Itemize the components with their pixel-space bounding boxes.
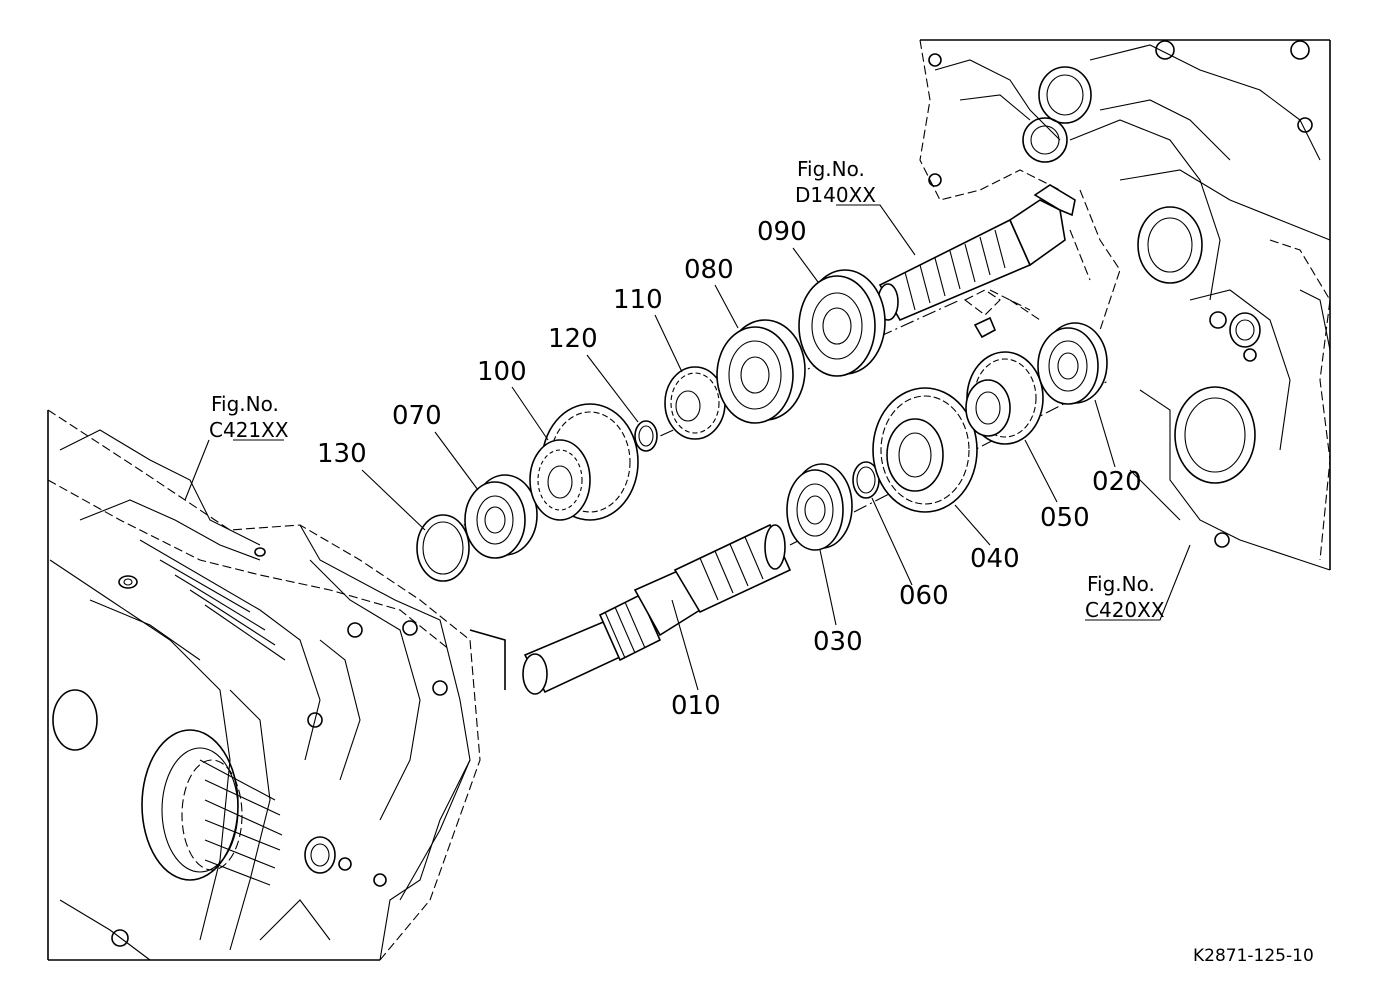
bearing-090 [798,269,886,377]
drawing-code: K2871-125-10 [1193,946,1314,966]
label-120: 120 [548,324,598,354]
bearing-020 [1037,322,1108,405]
left-transmission-housing [47,409,481,961]
figure-ref-title: Fig.No. [1087,572,1155,596]
gear-040 [872,387,978,513]
figure-ref-title: Fig.No. [797,157,865,181]
label-030: 030 [813,627,863,657]
label-020: 020 [1092,467,1142,497]
input-shaft-d140 [877,184,1076,322]
label-010: 010 [671,691,721,721]
shaft-010 [522,523,792,695]
gear-100 [529,403,639,521]
washer-130 [416,514,470,582]
label-060: 060 [899,581,949,611]
label-110: 110 [613,285,663,315]
leader-lines [184,204,1191,691]
label-130: 130 [317,439,367,469]
label-070: 070 [392,401,442,431]
figure-ref-number: C420XX [1085,598,1165,622]
gear-050 [965,351,1044,445]
figure-reference-c421: Fig.No. C421XX [209,392,289,442]
label-040: 040 [970,544,1020,574]
bearing-030 [786,463,853,551]
figure-ref-number: C421XX [209,418,289,442]
figure-reference-d140: Fig.No. D140XX [795,157,876,207]
figure-reference-c420: Fig.No. C420XX [1085,572,1165,622]
bearing-070 [464,474,538,559]
figure-ref-title: Fig.No. [211,392,279,416]
bearing-080 [716,319,806,424]
label-080: 080 [684,255,734,285]
axis-leader-left [469,629,506,690]
figure-ref-number: D140XX [795,183,876,207]
snap-ring-120 [634,420,658,452]
label-050: 050 [1040,503,1090,533]
part-labels: 130 070 100 120 110 080 090 010 030 060 … [317,217,1142,721]
label-100: 100 [477,357,527,387]
label-090: 090 [757,217,807,247]
gear-110 [664,366,726,440]
right-transmission-housing [919,39,1331,571]
